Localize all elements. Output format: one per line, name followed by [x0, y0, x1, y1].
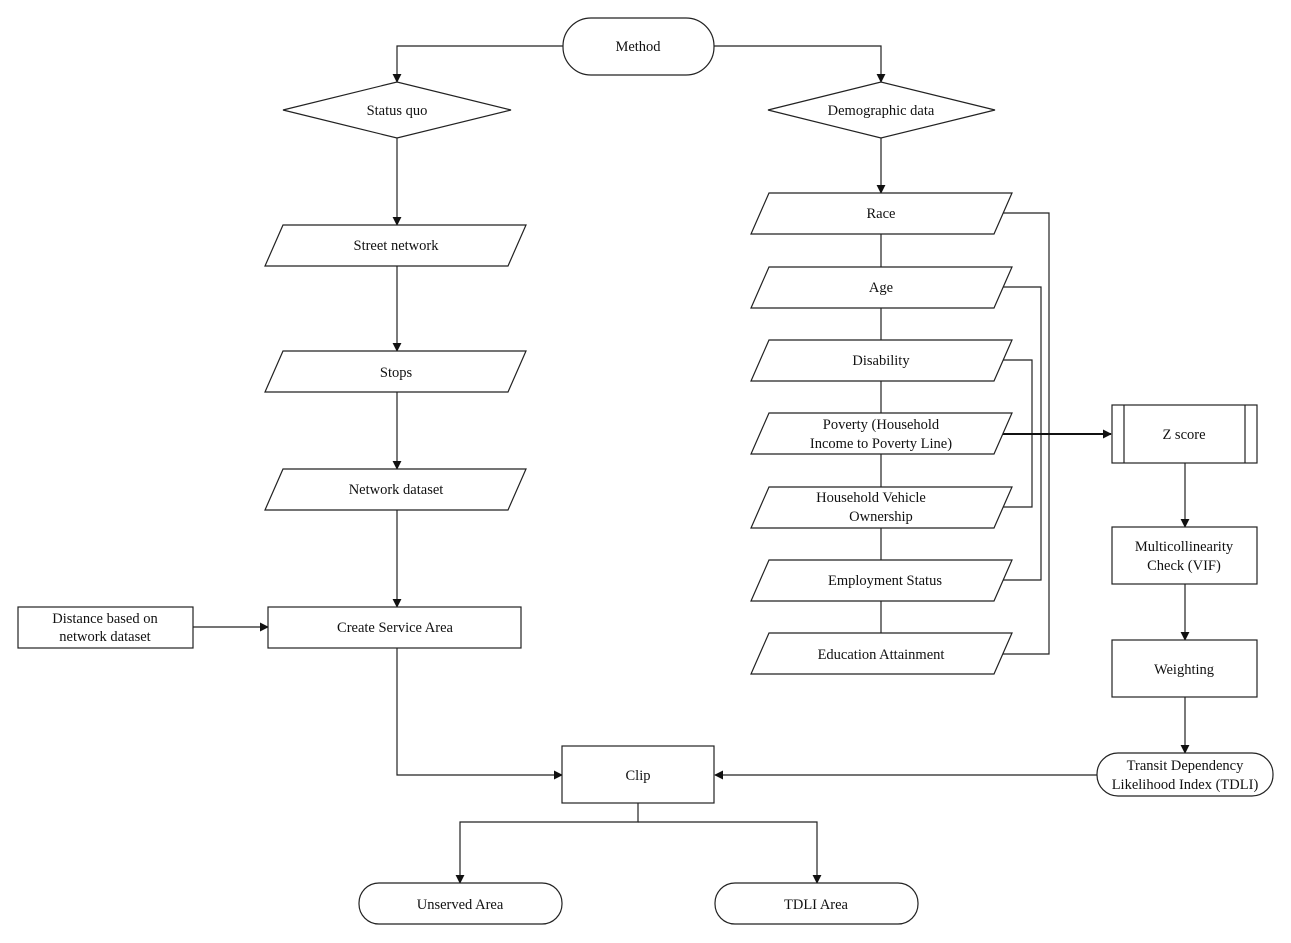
unserved-area-label: Unserved Area: [417, 897, 504, 913]
node-demographic-data: Demographic data: [767, 81, 996, 139]
stops-label: Stops: [380, 365, 413, 381]
node-z-score: Z score: [1111, 404, 1258, 464]
connectors: [193, 45, 1190, 884]
edge-service-clip: [396, 648, 563, 780]
weighting-label: Weighting: [1154, 662, 1214, 678]
vehicle-ownership-label-line1: Household Vehicle: [816, 490, 926, 506]
distance-label-line2: network dataset: [59, 629, 150, 645]
node-weighting: Weighting: [1111, 639, 1258, 698]
vehicle-ownership-label-line2: Ownership: [849, 509, 913, 525]
multicollinearity-label-line1: Multicollinearity: [1135, 539, 1234, 555]
status-quo-label: Status quo: [367, 103, 428, 119]
employment-status-label: Employment Status: [828, 573, 942, 589]
node-create-service-area: Create Service Area: [267, 606, 522, 649]
node-tdli-area: TDLI Area: [714, 882, 919, 925]
clip-label: Clip: [626, 768, 651, 784]
node-vehicle-ownership: Household Vehicle Ownership: [750, 486, 1013, 529]
node-poverty: Poverty (Household Income to Poverty Lin…: [750, 412, 1013, 455]
poverty-label-line1: Poverty (Household: [823, 417, 940, 433]
age-label: Age: [869, 280, 893, 296]
node-stops: Stops: [264, 350, 527, 393]
node-tdli: Transit Dependency Likelihood Index (TDL…: [1096, 752, 1274, 797]
tdli-label-line2: Likelihood Index (TDLI): [1112, 777, 1259, 793]
z-score-label: Z score: [1162, 427, 1205, 443]
edge-clip-outputs: [455, 803, 639, 884]
education-attainment-label: Education Attainment: [818, 647, 945, 663]
node-education-attainment: Education Attainment: [750, 632, 1013, 675]
disability-label: Disability: [852, 353, 910, 369]
race-label: Race: [867, 206, 896, 222]
node-race: Race: [750, 192, 1013, 235]
node-distance: Distance based on network dataset: [17, 606, 194, 649]
tdli-area-label: TDLI Area: [784, 897, 849, 913]
edge-method-demographic: [714, 45, 886, 83]
network-dataset-label: Network dataset: [349, 482, 444, 498]
multicollinearity-label-line2: Check (VIF): [1147, 558, 1221, 574]
edge-clip-tdli-area: [638, 821, 822, 884]
node-method: Method: [562, 17, 715, 76]
demographic-data-label: Demographic data: [828, 103, 935, 119]
distance-label-line1: Distance based on: [52, 611, 158, 627]
node-disability: Disability: [750, 339, 1013, 382]
street-network-label: Street network: [354, 238, 440, 254]
node-multicollinearity: Multicollinearity Check (VIF): [1111, 526, 1258, 585]
node-clip: Clip: [561, 745, 715, 804]
node-unserved-area: Unserved Area: [358, 882, 563, 925]
create-service-area-label: Create Service Area: [337, 620, 454, 636]
poverty-label-line2: Income to Poverty Line): [810, 436, 952, 452]
edge-method-status-quo: [392, 45, 563, 83]
method-label: Method: [615, 39, 661, 55]
node-age: Age: [750, 266, 1013, 309]
node-network-dataset: Network dataset: [264, 468, 527, 511]
node-street-network: Street network: [264, 224, 527, 267]
tdli-label-line1: Transit Dependency: [1127, 758, 1244, 774]
node-employment-status: Employment Status: [750, 559, 1013, 602]
node-status-quo: Status quo: [282, 81, 512, 139]
